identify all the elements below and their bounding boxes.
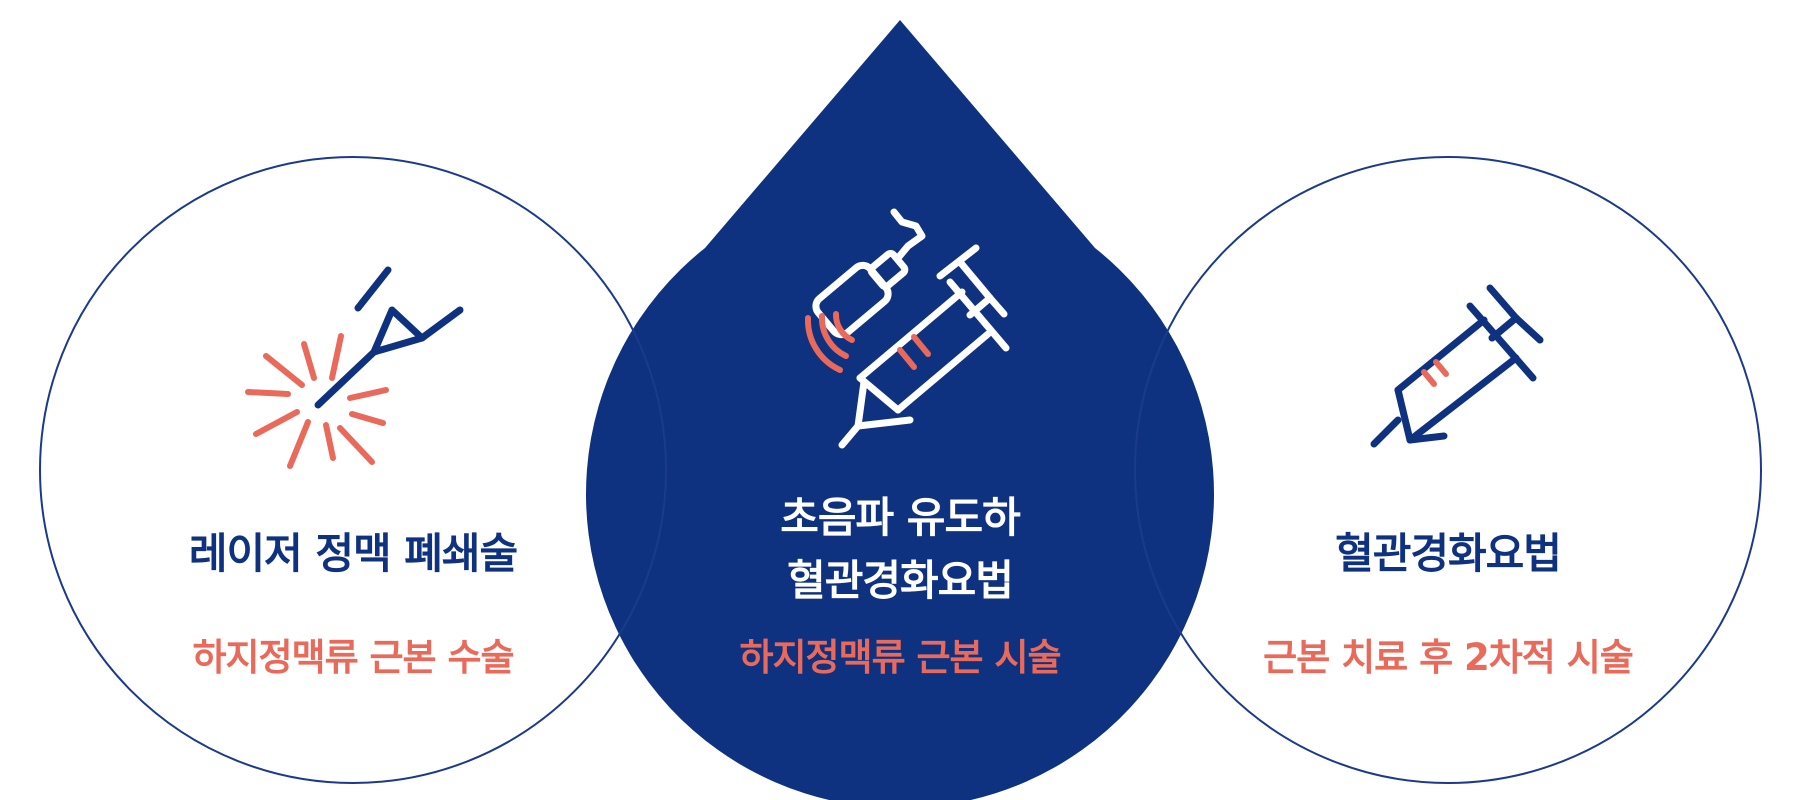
center-title-line-1: 초음파 유도하 <box>780 493 1020 542</box>
right-circle <box>1134 156 1762 784</box>
right-subtitle: 근본 치료 후 2차적 시술 <box>1263 636 1634 679</box>
syringe-icon <box>1370 284 1544 448</box>
left-circle <box>39 156 667 784</box>
center-subtitle: 하지정맥류 근본 시술 <box>739 636 1061 679</box>
right-title: 혈관경화요법 <box>1335 529 1562 578</box>
center-title-line-2: 혈관경화요법 <box>787 556 1014 605</box>
left-subtitle: 하지정맥류 근본 수술 <box>192 636 514 679</box>
left-title: 레이저 정맥 폐쇄술 <box>188 529 518 578</box>
laser-icon <box>245 266 464 469</box>
ultrasound-syringe-icon <box>804 208 1010 449</box>
